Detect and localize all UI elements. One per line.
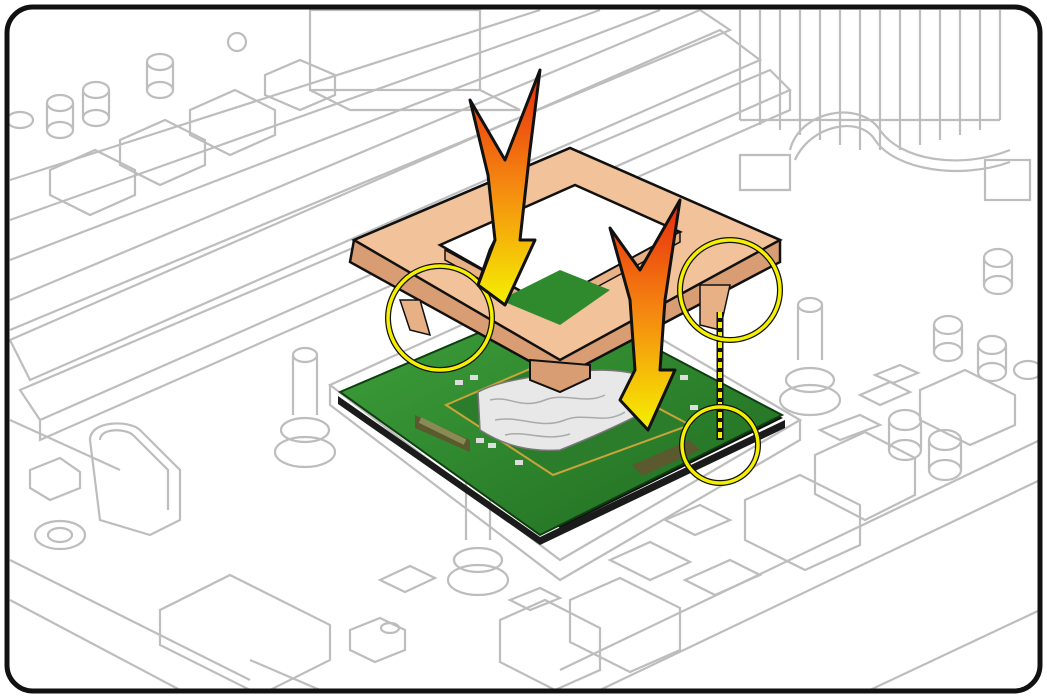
illustration-frame — [0, 0, 1047, 698]
board-background — [0, 0, 1047, 698]
illustration-canvas — [0, 0, 1047, 698]
